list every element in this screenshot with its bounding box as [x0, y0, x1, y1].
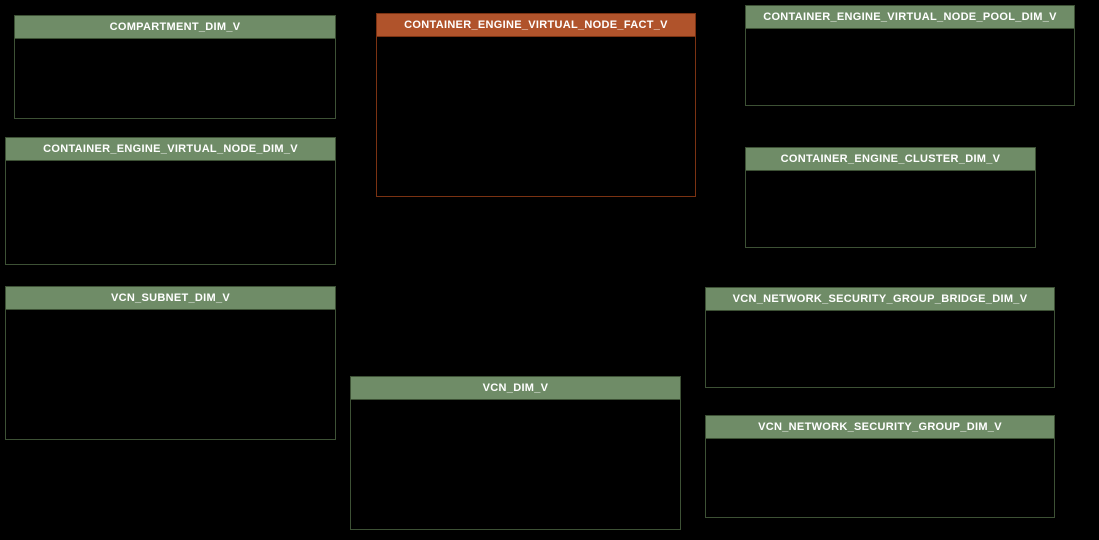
table-title: CONTAINER_ENGINE_VIRTUAL_NODE_POOL_DIM_V	[763, 11, 1057, 23]
table-container-engine-virtual-node-fact-v[interactable]: CONTAINER_ENGINE_VIRTUAL_NODE_FACT_V	[376, 13, 696, 197]
table-header: COMPARTMENT_DIM_V	[15, 16, 335, 39]
table-vcn-subnet-dim-v[interactable]: VCN_SUBNET_DIM_V	[5, 286, 336, 440]
table-header: VCN_NETWORK_SECURITY_GROUP_DIM_V	[706, 416, 1054, 439]
table-title: COMPARTMENT_DIM_V	[109, 21, 241, 33]
table-body	[15, 39, 335, 117]
table-title: CONTAINER_ENGINE_CLUSTER_DIM_V	[780, 153, 1001, 165]
table-container-engine-virtual-node-dim-v[interactable]: CONTAINER_ENGINE_VIRTUAL_NODE_DIM_V	[5, 137, 336, 265]
table-header: VCN_DIM_V	[351, 377, 680, 400]
table-body	[706, 439, 1054, 516]
table-title: CONTAINER_ENGINE_VIRTUAL_NODE_FACT_V	[404, 19, 668, 31]
table-title: VCN_DIM_V	[482, 382, 549, 394]
table-body	[6, 161, 335, 263]
table-title: VCN_NETWORK_SECURITY_GROUP_BRIDGE_DIM_V	[732, 293, 1028, 305]
table-title: VCN_NETWORK_SECURITY_GROUP_DIM_V	[758, 421, 1002, 433]
table-body	[6, 310, 335, 438]
table-compartment-dim-v[interactable]: COMPARTMENT_DIM_V	[14, 15, 336, 119]
table-container-engine-cluster-dim-v[interactable]: CONTAINER_ENGINE_CLUSTER_DIM_V	[745, 147, 1036, 248]
table-title: CONTAINER_ENGINE_VIRTUAL_NODE_DIM_V	[43, 143, 298, 155]
table-header: CONTAINER_ENGINE_VIRTUAL_NODE_DIM_V	[6, 138, 335, 161]
table-body	[351, 400, 680, 528]
table-vcn-network-security-group-dim-v[interactable]: VCN_NETWORK_SECURITY_GROUP_DIM_V	[705, 415, 1055, 518]
table-body	[377, 37, 695, 195]
table-body	[746, 29, 1074, 104]
table-vcn-dim-v[interactable]: VCN_DIM_V	[350, 376, 681, 530]
table-header: CONTAINER_ENGINE_VIRTUAL_NODE_POOL_DIM_V	[746, 6, 1074, 29]
table-vcn-network-security-group-bridge-dim-v[interactable]: VCN_NETWORK_SECURITY_GROUP_BRIDGE_DIM_V	[705, 287, 1055, 388]
table-body	[746, 171, 1035, 246]
table-header: VCN_SUBNET_DIM_V	[6, 287, 335, 310]
table-header: VCN_NETWORK_SECURITY_GROUP_BRIDGE_DIM_V	[706, 288, 1054, 311]
table-title: VCN_SUBNET_DIM_V	[110, 292, 231, 304]
table-header: CONTAINER_ENGINE_CLUSTER_DIM_V	[746, 148, 1035, 171]
table-container-engine-virtual-node-pool-dim-v[interactable]: CONTAINER_ENGINE_VIRTUAL_NODE_POOL_DIM_V	[745, 5, 1075, 106]
table-header: CONTAINER_ENGINE_VIRTUAL_NODE_FACT_V	[377, 14, 695, 37]
table-body	[706, 311, 1054, 386]
